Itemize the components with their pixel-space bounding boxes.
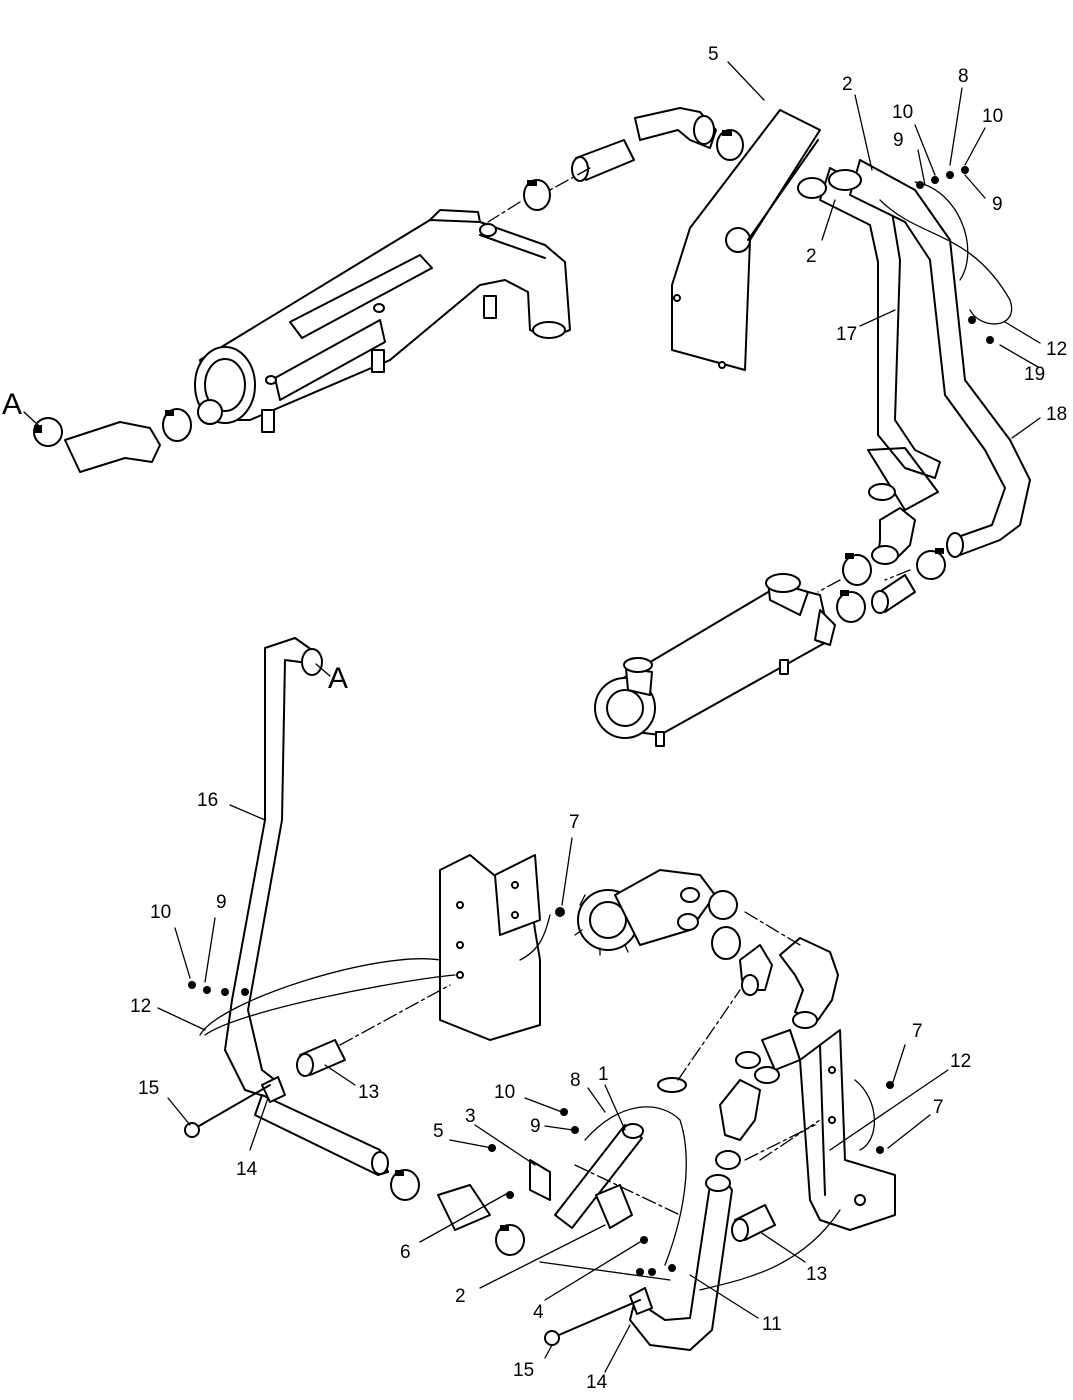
callout-2: 2 (455, 1286, 466, 1307)
pipes-17-18 (797, 159, 1031, 558)
callout-2: 2 (806, 246, 817, 267)
elbow-hoses (708, 890, 839, 1170)
callout-13: 13 (806, 1264, 827, 1285)
callout-9: 9 (893, 130, 904, 151)
callout-8: 8 (958, 66, 969, 87)
mount-bracket-lower (439, 854, 541, 1041)
callout-17: 17 (836, 324, 857, 345)
callout-2: 2 (842, 74, 853, 95)
tube-13-right (731, 1204, 776, 1242)
hose-A-top (33, 408, 192, 473)
callout-13: 13 (358, 1082, 379, 1103)
bolt-15-left (184, 1084, 271, 1138)
cooler-hoses (817, 483, 946, 623)
callout-7: 7 (933, 1097, 944, 1118)
leader-lines (23, 61, 1041, 1373)
oil-cooler-lower (594, 573, 836, 747)
wires-bottom (188, 907, 894, 1291)
mount-bracket-top (671, 109, 821, 371)
tube-13-left (296, 1039, 346, 1077)
upper-pipe (487, 107, 744, 223)
callout-14: 14 (236, 1159, 258, 1180)
callout-10: 10 (150, 902, 171, 923)
callout-5: 5 (433, 1121, 444, 1142)
callout-9: 9 (992, 194, 1003, 215)
callout-11: 11 (762, 1314, 782, 1335)
bracket-3 (529, 1159, 551, 1201)
wire-top (879, 166, 1013, 344)
mount-bracket-right (799, 1029, 896, 1231)
hose-6 (390, 1169, 525, 1256)
callout-15: 15 (138, 1078, 159, 1099)
callout-9: 9 (530, 1116, 541, 1137)
callout-12: 12 (950, 1051, 971, 1072)
callout-14: 14 (586, 1372, 608, 1393)
callout-15: 15 (513, 1360, 534, 1381)
callout-8: 8 (570, 1070, 581, 1091)
centerlines-bottom (339, 984, 816, 1216)
callout-9: 9 (216, 892, 227, 913)
pump-gear (574, 869, 716, 956)
callout-10: 10 (892, 102, 913, 123)
cooler-housing (194, 209, 571, 433)
callout-16: 16 (197, 790, 218, 811)
callout-5: 5 (708, 44, 719, 65)
callout-19: 19 (1024, 364, 1045, 385)
pipe-16 (224, 637, 389, 1176)
callout-4: 4 (533, 1302, 544, 1323)
callout-6: 6 (400, 1242, 411, 1263)
callout-10: 10 (494, 1082, 515, 1103)
callout-A: A (328, 662, 348, 695)
bolt-15-right (544, 1299, 641, 1346)
callout-A: A (2, 388, 22, 421)
callout-1: 1 (598, 1064, 609, 1085)
callout-7: 7 (912, 1021, 923, 1042)
lower-pipe (539, 1174, 733, 1351)
callout-12: 12 (130, 996, 151, 1017)
callout-12: 12 (1046, 339, 1067, 360)
callout-7: 7 (569, 812, 580, 833)
tube-1 (554, 1077, 687, 1229)
callout-labels: 5 2 8 10 10 9 9 2 17 12 19 18 A A 16 7 1… (2, 44, 1067, 1393)
callout-18: 18 (1046, 404, 1067, 425)
callout-10: 10 (982, 106, 1003, 127)
callout-3: 3 (465, 1106, 476, 1127)
